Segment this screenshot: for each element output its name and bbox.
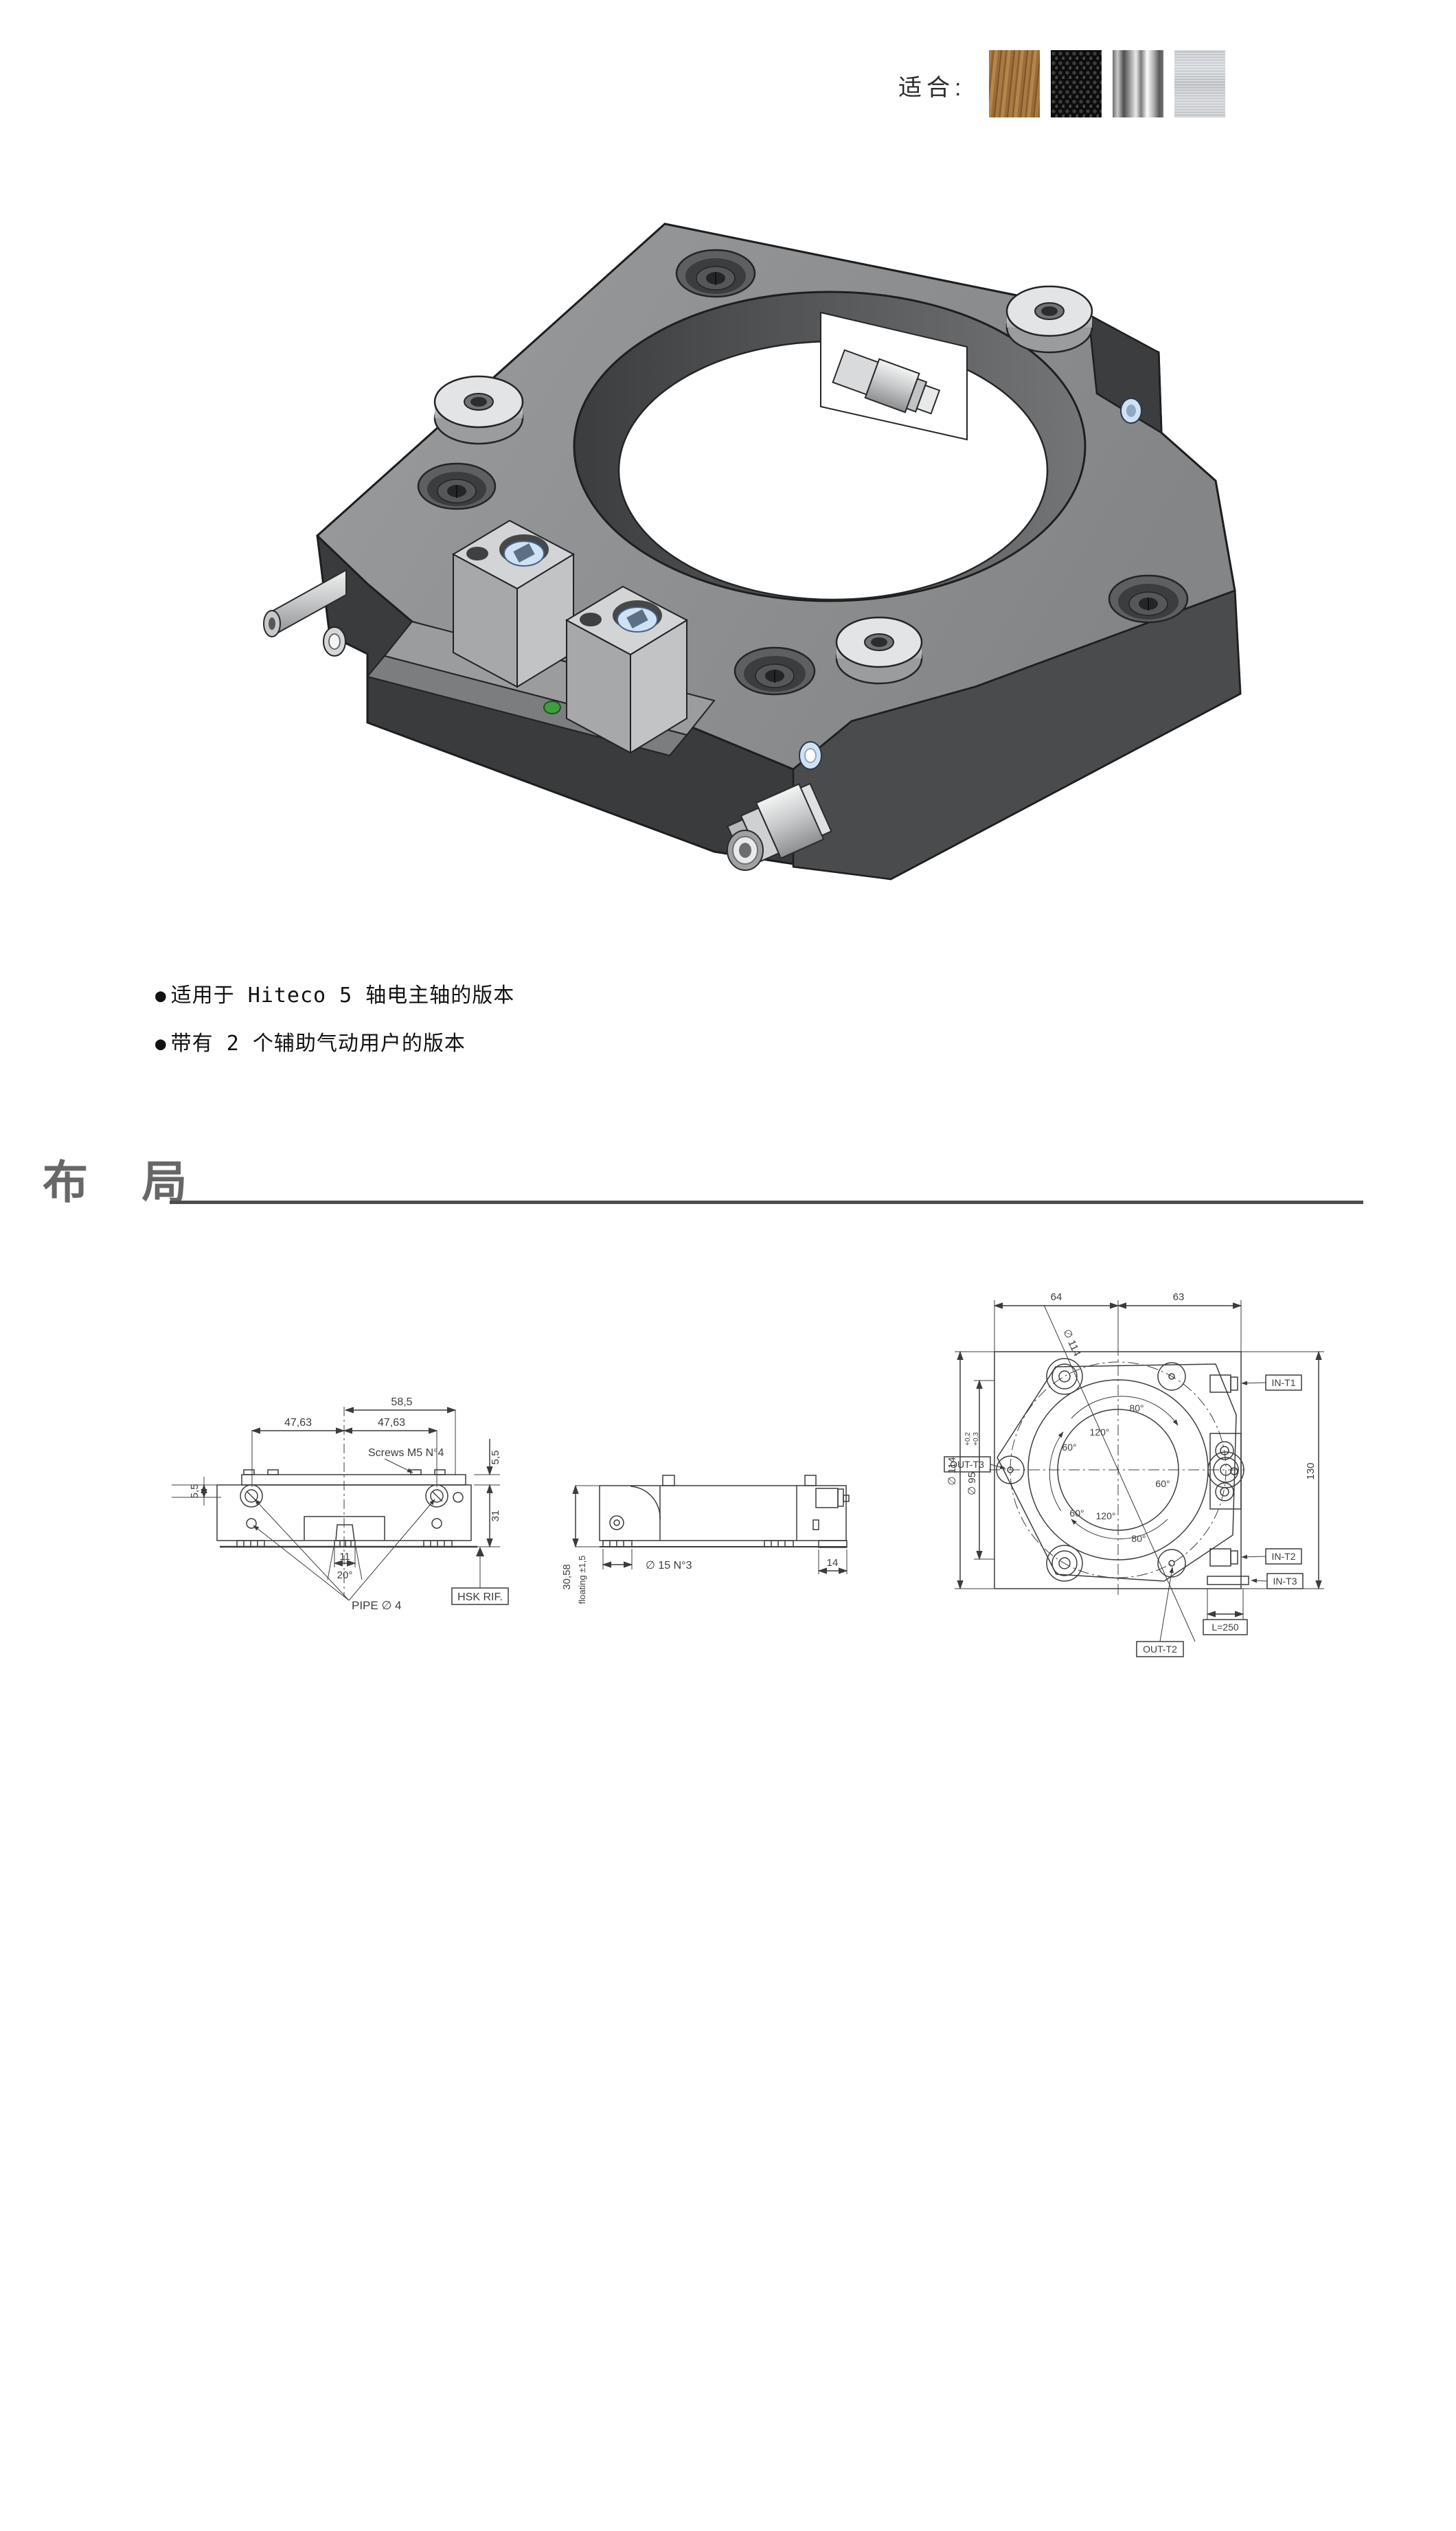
bullet-icon: ●	[155, 986, 167, 1006]
svg-text:+0,2: +0,2	[964, 1432, 972, 1446]
pocket-screw	[1120, 398, 1142, 424]
svg-text:31: 31	[490, 1510, 501, 1522]
svg-text:120°: 120°	[1090, 1427, 1110, 1438]
svg-text:20°: 20°	[337, 1569, 353, 1581]
front-screw	[799, 741, 822, 770]
svg-text:∅ 95: ∅ 95	[966, 1472, 978, 1495]
section-rule	[170, 1201, 1363, 1204]
washer-top-right	[1005, 285, 1093, 354]
svg-text:∅ 114: ∅ 114	[946, 1457, 958, 1485]
svg-text:IN-T1: IN-T1	[1272, 1377, 1296, 1388]
svg-text:64: 64	[1051, 1291, 1062, 1303]
drawing-front-view: 58,5 47,63 47,63 Screws M5 N°4 5,5 5,5 3…	[172, 1396, 509, 1612]
svg-text:+0,3: +0,3	[972, 1432, 980, 1446]
svg-text:L=250: L=250	[1212, 1622, 1239, 1633]
svg-text:11: 11	[339, 1551, 350, 1563]
svg-text:∅ 15 N°3: ∅ 15 N°3	[646, 1560, 692, 1571]
svg-text:PIPE ∅ 4: PIPE ∅ 4	[352, 1599, 401, 1612]
terminal-block-2	[565, 585, 689, 754]
svg-text:floating ±1,5: floating ±1,5	[577, 1556, 587, 1604]
product-3d-image	[263, 223, 1242, 881]
svg-text:HSK RIF.: HSK RIF.	[457, 1591, 503, 1603]
feature-item: ●适用于 Hiteco 5 轴电主轴的版本	[155, 984, 515, 1008]
drawing-side-view: 30,58 floating ±1,5 ∅ 15 N°3 14	[561, 1475, 850, 1604]
counterbore-right	[1108, 574, 1189, 624]
washer-bottom	[835, 616, 923, 685]
svg-text:63: 63	[1173, 1291, 1185, 1303]
svg-text:14: 14	[827, 1557, 839, 1569]
inner-pneumatic-fitting	[832, 349, 941, 415]
material-swatch-steel	[1113, 50, 1163, 117]
material-swatch-wood	[989, 50, 1040, 117]
svg-text:47,63: 47,63	[378, 1417, 405, 1429]
bottom-pneumatic-fitting	[727, 782, 832, 865]
suitable-for-label: 适合:	[898, 75, 966, 101]
locating-pin	[263, 569, 347, 637]
material-swatch-aluminum	[1174, 50, 1225, 117]
feature-list: ●适用于 Hiteco 5 轴电主轴的版本 ●带有 2 个辅助气动用户的版本	[155, 978, 514, 1074]
material-swatch-carbon	[1051, 50, 1102, 117]
svg-text:IN-T2: IN-T2	[1272, 1551, 1296, 1562]
counterbore-bottom	[733, 646, 816, 696]
svg-text:OUT-T2: OUT-T2	[1143, 1644, 1177, 1655]
svg-text:60°: 60°	[1062, 1442, 1076, 1453]
drawing-top-view: ∅ 114 80° 120° 60° 60° 120° 80° 60° 64 6…	[944, 1291, 1324, 1657]
svg-text:80°: 80°	[1129, 1403, 1144, 1414]
bottom-fitting-tip	[727, 830, 764, 871]
corner-pocket	[1087, 313, 1163, 435]
svg-text:Screws M5 N°4: Screws M5 N°4	[368, 1447, 444, 1459]
green-indicator	[543, 701, 561, 714]
svg-text:5,5: 5,5	[189, 1484, 201, 1499]
svg-text:47,63: 47,63	[284, 1417, 312, 1429]
pin-bushing	[323, 626, 346, 657]
counterbore-top	[675, 249, 756, 298]
svg-text:130: 130	[1305, 1462, 1317, 1479]
svg-text:IN-T3: IN-T3	[1273, 1576, 1297, 1587]
bullet-icon: ●	[155, 1034, 167, 1054]
counterbore-left	[417, 462, 497, 510]
section-title: 布 局	[43, 1157, 208, 1207]
feature-item: ●带有 2 个辅助气动用户的版本	[155, 1032, 466, 1056]
svg-text:30,58: 30,58	[561, 1564, 573, 1590]
svg-text:80°: 80°	[1131, 1533, 1146, 1544]
svg-text:60°: 60°	[1155, 1478, 1170, 1489]
svg-text:5,5: 5,5	[490, 1451, 501, 1465]
svg-text:OUT-T3: OUT-T3	[950, 1459, 984, 1470]
svg-text:60°: 60°	[1069, 1508, 1084, 1519]
svg-text:120°: 120°	[1096, 1510, 1116, 1521]
svg-text:58,5: 58,5	[391, 1396, 412, 1408]
terminal-block-1	[451, 519, 576, 688]
svg-text:∅ 114: ∅ 114	[1060, 1328, 1082, 1359]
washer-left	[433, 375, 524, 445]
